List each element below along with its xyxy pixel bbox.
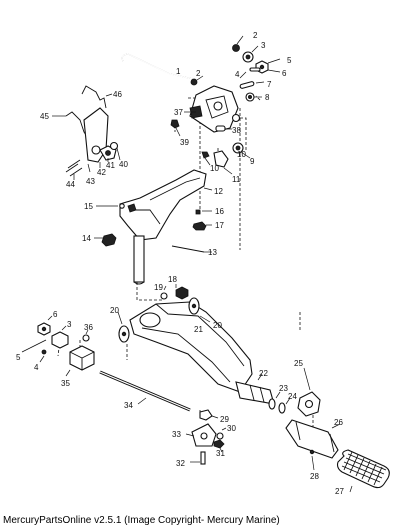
copyright-caption: MercuryPartsOnline v2.5.1 (Image Copyrig… [3,515,280,526]
callout-43: 43 [86,177,95,186]
callout-10-upper: 10 [210,164,219,173]
callout-3-upper: 3 [261,41,266,50]
shift-rod-part-1 [121,53,199,81]
callout-23: 23 [279,384,288,393]
callout-32: 32 [176,459,185,468]
pins-part-7-8 [239,81,265,102]
callout-40: 40 [119,160,128,169]
callout-5-lower: 5 [16,353,21,362]
callout-13: 13 [208,248,217,257]
callout-8: 8 [265,93,270,102]
shift-bracket-part-37 [170,85,241,137]
detent-parts-9-10-11 [201,142,251,175]
callout-9: 9 [250,157,255,166]
callout-37: 37 [174,108,183,117]
rod-part-34 [99,370,191,412]
callout-10-lower: 10 [237,150,246,159]
lower-link-parts-29-33 [185,409,227,465]
callout-20-left: 20 [110,306,119,315]
callout-17: 17 [215,221,224,230]
shift-lever-parts-40-44 [65,107,121,180]
callout-42: 42 [97,168,106,177]
lower-left-hardware [21,315,95,377]
callout-31: 31 [216,449,225,458]
callout-46: 46 [113,90,122,99]
callout-5-upper: 5 [287,56,292,65]
callout-22: 22 [259,369,268,378]
callout-2-upper: 2 [253,31,258,40]
callout-18: 18 [168,275,177,284]
callout-6-lower: 6 [53,310,58,319]
callout-41: 41 [106,161,115,170]
callout-38: 38 [232,126,241,135]
callout-26: 26 [334,418,343,427]
parts-diagram: 1 2 2 3 4 5 6 7 8 37 38 39 9 10 11 10 46… [16,31,390,496]
callout-28: 28 [310,472,319,481]
callout-16: 16 [215,207,224,216]
callout-1: 1 [176,67,181,76]
callout-4-upper: 4 [235,70,240,79]
callout-11: 11 [232,175,241,184]
throttle-shaft-22-24 [235,373,291,414]
callout-36: 36 [84,323,93,332]
callout-24: 24 [288,392,297,401]
callout-44: 44 [66,180,75,189]
callout-45: 45 [40,112,49,121]
swivel-bracket-part-12 [94,169,213,285]
callout-15: 15 [84,202,93,211]
callout-12: 12 [214,187,223,196]
callout-33: 33 [172,430,181,439]
callout-30: 30 [227,424,236,433]
callout-34: 34 [124,401,133,410]
twist-grip-part-27 [336,449,390,493]
upper-hardware [190,35,281,86]
callout-20-right: 20 [213,321,222,330]
callout-3-lower: 3 [67,320,72,329]
callout-29: 29 [220,415,229,424]
callout-7: 7 [267,80,272,89]
tiller-handle-part-20 [117,297,253,393]
callout-2: 2 [196,69,201,78]
callout-6-upper: 6 [282,69,287,78]
callout-4-lower: 4 [34,363,39,372]
callout-27: 27 [335,487,344,496]
callout-39: 39 [180,138,189,147]
callout-19: 19 [154,283,163,292]
callout-25: 25 [294,359,303,368]
grip-sleeve-part-26 [285,419,341,471]
callout-21: 21 [194,325,203,334]
throttle-part-25 [297,367,321,417]
callout-14: 14 [82,234,91,243]
callout-35: 35 [61,379,70,388]
callout-labels: 1 2 2 3 4 5 6 7 8 37 38 39 9 10 11 10 46… [16,31,344,496]
